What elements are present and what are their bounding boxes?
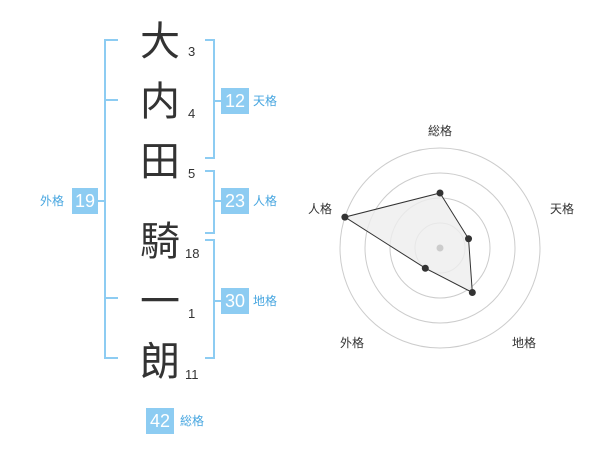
radar-label-tenkaku: 天格	[549, 202, 574, 216]
radar-point-1	[436, 189, 444, 197]
radar-label-chikaku: 地格	[511, 336, 536, 350]
name-char-6: 朗	[140, 339, 180, 385]
stroke-count-1: 3	[188, 44, 196, 59]
jinkaku-label: 人格	[253, 194, 278, 208]
radar-polygon	[343, 192, 473, 294]
name-char-2: 内	[140, 79, 180, 125]
stroke-count-3: 5	[188, 166, 196, 181]
stroke-count-5: 1	[188, 306, 196, 321]
soukaku-badge: 42	[146, 408, 174, 434]
radar-point-5	[341, 213, 349, 221]
name-char-4: 騎	[140, 219, 180, 265]
gaikaku-bracket	[96, 39, 118, 359]
gaikaku-label: 外格	[40, 194, 65, 208]
radar-label-soukaku: 総格	[427, 124, 452, 138]
tenkaku-label: 天格	[253, 94, 278, 108]
stroke-count-2: 4	[188, 106, 196, 121]
tenkaku-bracket	[205, 39, 221, 159]
name-char-5: 一	[140, 279, 180, 325]
chikaku-bracket	[205, 239, 221, 359]
radar-point-2	[465, 235, 473, 243]
tenkaku-badge: 12	[221, 88, 249, 114]
radar-point-3	[468, 288, 476, 296]
jinkaku-badge: 23	[221, 188, 249, 214]
stroke-count-4: 18	[185, 246, 200, 261]
radar-label-jinkaku: 人格	[307, 202, 332, 216]
radar-chart	[339, 147, 541, 349]
gaikaku-badge: 19	[72, 188, 98, 214]
soukaku-label: 総格	[180, 414, 205, 428]
chikaku-badge: 30	[221, 288, 249, 314]
radar-ring	[339, 147, 541, 349]
jinkaku-bracket	[205, 170, 221, 234]
radar-point-4	[421, 264, 429, 272]
radar-center-dot	[436, 244, 444, 252]
radar-label-gaikaku: 外格	[339, 336, 364, 350]
name-char-1: 大	[140, 19, 180, 65]
radar-ring	[364, 172, 516, 324]
stroke-count-6: 11	[185, 367, 199, 382]
name-char-3: 田	[140, 139, 180, 185]
chikaku-label: 地格	[253, 294, 278, 308]
